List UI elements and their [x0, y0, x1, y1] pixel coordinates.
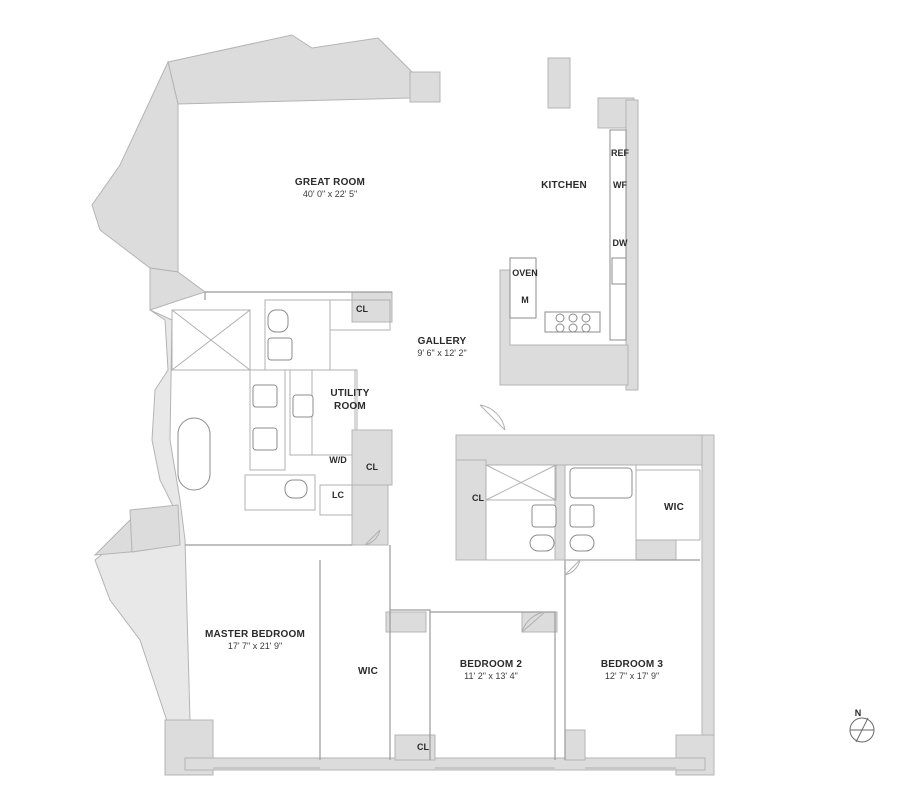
dw-label: DW [613, 238, 628, 248]
great-room-dims: 40' 0" x 22' 5" [303, 189, 357, 199]
master-sink-1 [267, 337, 293, 361]
ref-label: REF [611, 148, 630, 158]
room-labels: GREAT ROOM 40' 0" x 22' 5" KITCHEN GALLE… [205, 177, 663, 681]
wic-bed3-label: WIC [664, 502, 684, 513]
powder-toilet [284, 479, 308, 499]
closet-bath-label: CL [472, 493, 484, 503]
bedroom2-dims: 11' 2" x 13' 4" [464, 671, 518, 681]
exterior-walls [164, 57, 715, 776]
bath-fixtures [177, 309, 633, 552]
west-facade [91, 34, 413, 731]
bedroom3-name: BEDROOM 3 [601, 659, 664, 670]
linen-closet-label: LC [332, 490, 344, 500]
microwave-label: M [521, 295, 529, 305]
master-bedroom-name: MASTER BEDROOM [205, 629, 305, 640]
hall-sink-1 [531, 504, 557, 528]
utility-sink [292, 394, 314, 418]
compass-north-label: N [855, 708, 862, 718]
bedroom3-dims: 12' 7" x 17' 9" [605, 671, 659, 681]
kitchen-fixtures [509, 129, 627, 341]
master-sink-2 [252, 384, 278, 408]
closet-bottom-label: CL [417, 742, 429, 752]
master-toilet [267, 309, 289, 333]
master-bedroom-dims: 17' 7" x 21' 9" [228, 641, 282, 651]
hall-bathtub [569, 467, 633, 499]
master-sink-3 [252, 427, 278, 451]
utility-room-name-line1: UTILITY [330, 388, 369, 399]
hall-toilet-2 [569, 534, 595, 552]
wf-label: WF [613, 180, 627, 190]
interior-walls [171, 291, 701, 769]
fixture-labels: REF WF DW OVEN M W/D CL CL LC CL CL WIC … [329, 148, 684, 752]
wic-master-label: WIC [358, 666, 378, 677]
closet-mid-label: CL [366, 462, 378, 472]
oven-label: OVEN [512, 268, 538, 278]
bedroom2-name: BEDROOM 2 [460, 659, 523, 670]
closet-top-label: CL [356, 304, 368, 314]
kitchen-name: KITCHEN [541, 180, 587, 191]
master-bathtub [177, 417, 211, 491]
cooktop-burners [555, 313, 591, 333]
utility-room-name-line2: ROOM [334, 401, 366, 412]
gallery-dims: 9' 6" x 12' 2" [417, 348, 466, 358]
great-room-name: GREAT ROOM [295, 177, 365, 188]
hall-sink-2 [569, 504, 595, 528]
gallery-name: GALLERY [418, 336, 467, 347]
washer-dryer-label: W/D [329, 455, 347, 465]
hall-toilet-1 [529, 534, 555, 552]
north-compass: N [849, 708, 875, 743]
